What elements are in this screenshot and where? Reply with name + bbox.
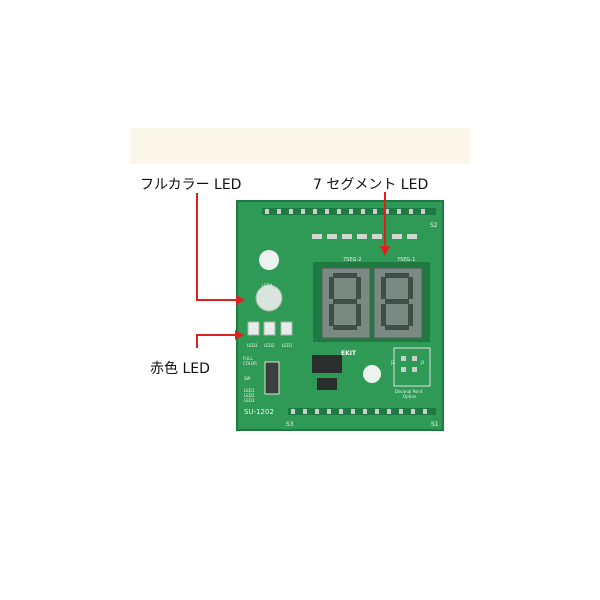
arrowhead-red-led [235,330,244,340]
switch-label-full: FULL [243,356,253,361]
full-color-led [255,284,283,312]
connector-s2: S2 [430,222,438,229]
brand-logo: EKIT [341,350,357,357]
arrow-red-led [196,334,235,348]
red-led-label: 赤色 LED [150,361,210,377]
arrowhead-seven-segment [380,246,390,256]
led4-label: LED4 [262,283,273,288]
arrow-heads [235,246,390,340]
pcb-edge [236,200,444,431]
arrowhead-full-color [236,295,245,305]
resistor-row [312,234,417,239]
connector-s1: S1 [431,421,439,428]
chip-1 [312,355,342,373]
top-header-pins [262,208,436,215]
arrow-full-color-led [196,193,238,301]
display-label-1: 7SEG-1 [397,257,415,263]
mounting-hole-bottom [363,365,381,383]
jumper-label-j2: J2 [390,360,395,365]
switch-label-led1: LED1 [244,388,255,393]
annotation-arrows [196,192,386,348]
red-leds [247,321,293,336]
switch-label-led3: LED3 [244,398,255,403]
decimal-point-label: Decimal Point [395,389,423,394]
led3-label: LED3 [247,343,258,348]
full-color-led-label: フルカラー LED [140,177,242,193]
connector-s3: S3 [286,421,294,428]
switch-label-color: COLOR [243,361,257,366]
led1-label: LED1 [282,343,293,348]
chip-2 [317,378,337,390]
led2-label: LED2 [264,343,275,348]
option-label: Option [403,394,417,399]
switch-label-led2: LED2 [244,393,255,398]
board-model-text: SU-1202 [244,408,274,416]
slide-switch [264,361,280,395]
display-label-2: 7SEG-2 [343,257,361,263]
header-banner [130,128,470,164]
jumper-label-j1: J1 [420,360,425,365]
mounting-hole-top [259,250,279,270]
seven-segment-led-label: 7 セグメント LED [313,177,429,193]
jumper-block [393,347,431,387]
bottom-header-pins [288,408,436,415]
switch-label-sw: SW [244,376,251,381]
